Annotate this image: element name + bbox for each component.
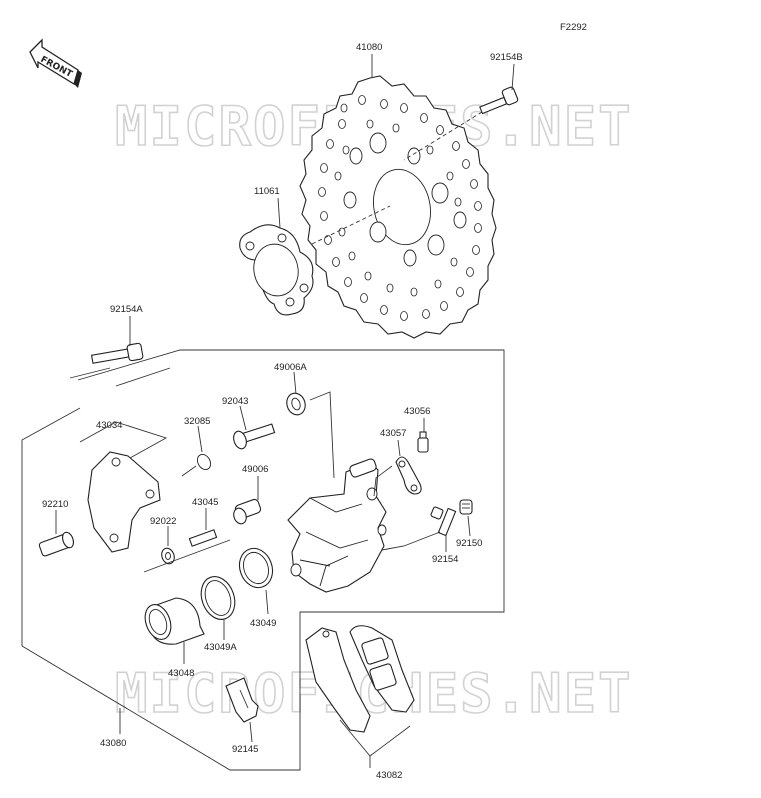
piston [144, 597, 205, 645]
pad-pin-cap [459, 499, 473, 515]
leader-92150 [467, 515, 471, 537]
label-11061: 11061 [254, 186, 280, 197]
caliper-bolt [90, 342, 144, 364]
label-92154: 92154 [432, 554, 458, 565]
leader-43057 [397, 439, 401, 457]
label-49006: 49006 [242, 464, 268, 475]
bushing [38, 531, 74, 557]
leader-92145 [249, 721, 253, 743]
axis-92154 [381, 531, 441, 551]
label-43057: 43057 [380, 428, 406, 439]
label-43082: 43082 [376, 770, 402, 781]
bleed-valve [417, 431, 429, 453]
clip [181, 454, 212, 477]
box-edge [115, 367, 171, 387]
boot-small [233, 498, 262, 525]
label-43048: 43048 [168, 668, 194, 679]
leader-11061 [277, 197, 281, 229]
label-43049A: 43049A [204, 642, 237, 653]
label-92145: 92145 [232, 744, 258, 755]
pin-bolt [233, 423, 276, 450]
label-43080: 43080 [100, 738, 126, 749]
label-41080: 41080 [356, 42, 382, 53]
caliper-bracket [87, 451, 161, 553]
brake-pads [305, 625, 415, 733]
label-43056: 43056 [404, 406, 430, 417]
axis-92154B [403, 111, 483, 161]
dust-seal [200, 576, 236, 620]
label-92043: 92043 [222, 396, 248, 407]
leader-49006A [293, 371, 297, 395]
assembly-frame-43080 [21, 349, 505, 771]
axis-92022 [143, 539, 231, 573]
pad-pin [188, 529, 218, 547]
label-92150: 92150 [456, 538, 482, 549]
pad-spring [225, 677, 259, 723]
leader-92043 [239, 405, 247, 431]
leader-32085 [197, 425, 203, 453]
label-43034: 43034 [96, 420, 122, 431]
pad-pin-bolt [430, 506, 457, 537]
boot-large [286, 392, 306, 416]
washer [161, 547, 175, 565]
axis-92154A [69, 367, 111, 379]
axis-43057 [373, 465, 393, 497]
label-92154A: 92154A [110, 304, 143, 315]
front-arrow-icon: FRONT [29, 38, 82, 88]
label-49006A: 49006A [274, 362, 307, 373]
brake-disc [299, 75, 497, 339]
piston-seal [238, 547, 274, 589]
disc-bolt [479, 86, 519, 115]
label-92210: 92210 [42, 499, 68, 510]
leader-43034 [79, 421, 168, 459]
label-92154B: 92154B [490, 52, 523, 63]
hub-gasket [239, 224, 314, 316]
diagram-code: F2292 [560, 22, 587, 33]
spring-plate [395, 456, 422, 495]
axis-11061 [311, 205, 391, 245]
axis-49006A [309, 391, 335, 479]
leader-92154B [511, 63, 515, 91]
leader-43049 [265, 589, 269, 615]
caliper-body [287, 458, 387, 593]
label-43045: 43045 [192, 497, 218, 508]
label-43049: 43049 [250, 618, 276, 629]
label-92022: 92022 [150, 516, 176, 527]
label-32085: 32085 [184, 416, 210, 427]
